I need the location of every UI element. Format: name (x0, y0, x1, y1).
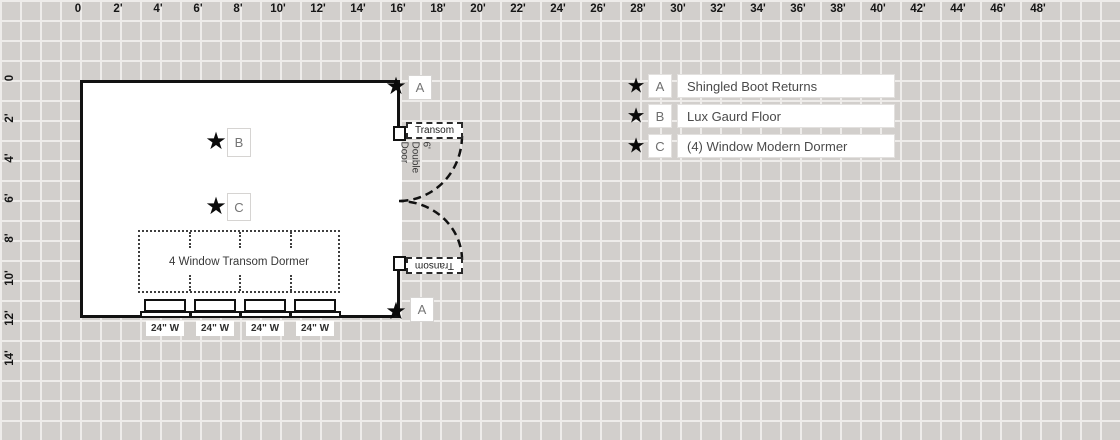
ruler-top-tick-label: 4' (153, 3, 163, 15)
legend-letter-box: A (648, 74, 672, 98)
ruler-top-tick-label: 22' (510, 3, 526, 15)
ruler-top-tick-label: 18' (430, 3, 446, 15)
ruler-top-tick-label: 48' (1030, 3, 1046, 15)
ruler-top-tick-label: 46' (990, 3, 1006, 15)
window-sill (190, 311, 241, 318)
dormer-divider (189, 232, 191, 248)
marker-letter-box[interactable]: C (227, 193, 251, 221)
dormer-outline[interactable]: 4 Window Transom Dormer (138, 230, 340, 293)
ruler-left-tick-label: 10' (4, 270, 16, 286)
transom-bottom-label[interactable]: Transom (406, 257, 463, 274)
ruler-left-tick-label: 12' (4, 310, 16, 326)
ruler-top-tick-label: 38' (830, 3, 846, 15)
legend-star-icon: ★ (626, 134, 646, 158)
window-sill (140, 311, 191, 318)
ruler-left-tick-label: 0 (4, 74, 16, 82)
ruler-top-tick-label: 0 (74, 3, 82, 15)
ruler-top-tick-label: 20' (470, 3, 486, 15)
legend-star-icon: ★ (626, 74, 646, 98)
window-sill (240, 311, 291, 318)
legend-letter-box: B (648, 104, 672, 128)
dormer-divider (290, 232, 292, 248)
ruler-top-tick-label: 14' (350, 3, 366, 15)
transom-bottom-text: Transom (414, 260, 455, 271)
ruler-top-tick-label: 12' (310, 3, 326, 15)
ruler-top-tick-label: 28' (630, 3, 646, 15)
marker-star-icon[interactable]: ★ (385, 298, 407, 325)
dormer-label: 4 Window Transom Dormer (169, 255, 309, 268)
ruler-left-tick-label: 14' (4, 350, 16, 366)
ruler-top-tick-label: 34' (750, 3, 766, 15)
window-width-label: 24" W (146, 321, 184, 336)
ruler-top-tick-label: 36' (790, 3, 806, 15)
ruler-top-tick-label: 40' (870, 3, 886, 15)
ruler-top-tick-label: 42' (910, 3, 926, 15)
dormer-divider (239, 232, 241, 248)
marker-star-icon[interactable]: ★ (205, 128, 227, 155)
ruler-top-tick-label: 16' (390, 3, 406, 15)
double-door-label[interactable]: 6' Double Door (398, 141, 432, 174)
ruler-left-tick-label: 4' (4, 153, 16, 163)
marker-letter-box[interactable]: A (408, 75, 432, 100)
ruler-top-tick-label: 2' (113, 3, 123, 15)
legend-star-icon: ★ (626, 104, 646, 128)
dormer-divider (239, 275, 241, 291)
ruler-top-tick-label: 44' (950, 3, 966, 15)
legend-item-text: Shingled Boot Returns (677, 74, 895, 98)
legend-item-text: (4) Window Modern Dormer (677, 134, 895, 158)
ruler-top-tick-label: 30' (670, 3, 686, 15)
ruler-top-tick-label: 24' (550, 3, 566, 15)
ruler-left-tick-label: 2' (4, 113, 16, 123)
ruler-top-tick-label: 32' (710, 3, 726, 15)
transom-top-label[interactable]: Transom (406, 122, 463, 139)
transom-top-text: Transom (414, 125, 455, 136)
ruler-left-tick-label: 8' (4, 233, 16, 243)
ruler-top-tick-label: 8' (233, 3, 243, 15)
marker-star-icon[interactable]: ★ (385, 73, 407, 100)
window-width-label: 24" W (196, 321, 234, 336)
legend-item-text: Lux Gaurd Floor (677, 104, 895, 128)
window-sill (290, 311, 341, 318)
dormer-divider (290, 275, 292, 291)
ruler-left-tick-label: 6' (4, 193, 16, 203)
ruler-top-tick-label: 6' (193, 3, 203, 15)
door-jamb-bottom (393, 256, 406, 271)
window-width-label: 24" W (246, 321, 284, 336)
marker-letter-box[interactable]: A (410, 297, 434, 322)
ruler-top-tick-label: 10' (270, 3, 286, 15)
door-jamb-top (393, 126, 406, 141)
dormer-divider (189, 275, 191, 291)
legend-letter-box: C (648, 134, 672, 158)
marker-star-icon[interactable]: ★ (205, 193, 227, 220)
marker-letter-box[interactable]: B (227, 128, 251, 157)
ruler-top-tick-label: 26' (590, 3, 606, 15)
window-width-label: 24" W (296, 321, 334, 336)
